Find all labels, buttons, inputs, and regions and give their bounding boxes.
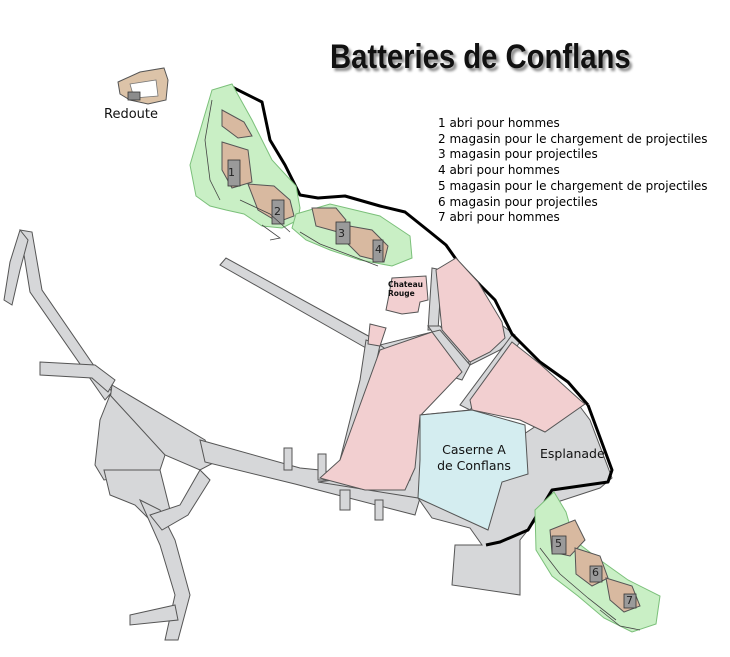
- earthwork-lines: [204, 99, 641, 631]
- chateau-rouge-building: [385, 275, 429, 315]
- battery-number-4: 4: [375, 243, 382, 256]
- chateau-label-line2: Rouge: [388, 289, 415, 298]
- legend-item: 4 abri pour hommes: [438, 163, 560, 178]
- battery-number-2: 2: [274, 205, 281, 218]
- map-title: Batteries de Conflans: [330, 38, 631, 76]
- caserne-label-line1: Caserne A: [442, 442, 506, 457]
- redoute-label: Redoute: [104, 107, 158, 122]
- battery-number-3: 3: [338, 227, 345, 240]
- caserne-label-line2: de Conflans: [437, 458, 511, 473]
- redoute: [117, 67, 169, 105]
- buildings: [318, 257, 586, 491]
- legend-item: 2 magasin pour le chargement de projecti…: [438, 131, 708, 146]
- building-west: [318, 331, 463, 491]
- battery-legend: 1 abri pour hommes 2 magasin pour le cha…: [438, 116, 708, 226]
- legend-item: 6 magasin pour projectiles: [438, 194, 598, 209]
- caserne-a-building: [417, 409, 529, 531]
- chateau-rouge-label: Chateau Rouge: [388, 280, 428, 298]
- legend-item: 5 magasin pour le chargement de projecti…: [438, 178, 708, 193]
- fortification-walls: [229, 84, 614, 547]
- legend-item: 7 abri pour hommes: [438, 210, 560, 225]
- legend-item: 3 magasin pour projectiles: [438, 147, 598, 162]
- battery-number-7: 7: [626, 594, 633, 607]
- building-north: [435, 257, 506, 363]
- battery-number-5: 5: [555, 537, 562, 550]
- esplanade-label: Esplanade: [540, 446, 605, 461]
- battery-number-6: 6: [592, 566, 599, 579]
- chateau-label-line1: Chateau: [388, 280, 423, 289]
- battery-number-1: 1: [228, 166, 235, 179]
- legend-item: 1 abri pour hommes: [438, 116, 560, 130]
- building-east: [469, 341, 586, 433]
- caserne-label: Caserne A de Conflans: [432, 442, 516, 474]
- battery-interiors: [227, 159, 637, 609]
